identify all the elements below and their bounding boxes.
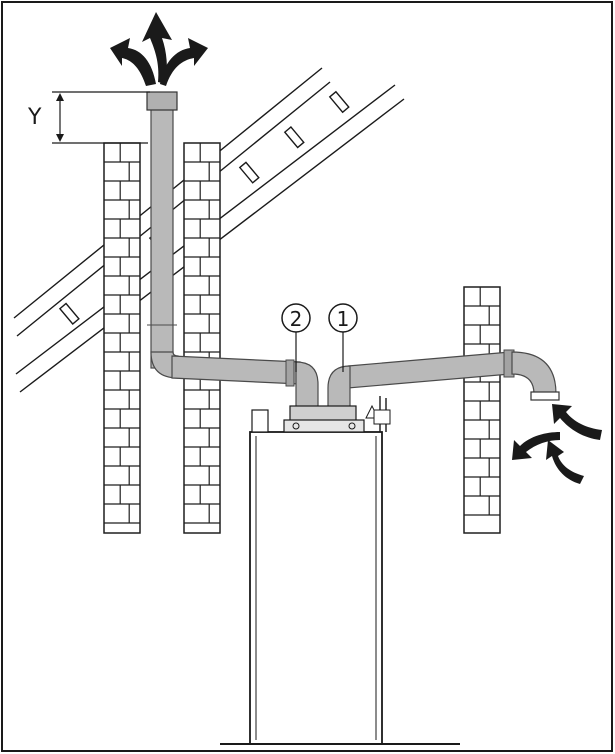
chimney-right-column xyxy=(183,142,221,534)
callout-connection-2: 2 xyxy=(281,303,311,372)
roof-rafter xyxy=(283,126,305,149)
air-intake-arrows-icon xyxy=(512,404,602,484)
boiler-appliance xyxy=(249,396,391,745)
intake-connection-elbow xyxy=(327,365,351,409)
intake-terminal-cap xyxy=(530,391,560,401)
outer-wall xyxy=(463,286,501,534)
dimension-y-label: Y xyxy=(27,105,42,130)
callout-connection-1: 1 xyxy=(328,303,358,372)
exhaust-arrows-icon xyxy=(110,12,208,86)
vertical-flue-pipe xyxy=(146,91,178,369)
callout-1-label: 1 xyxy=(337,307,350,331)
roof-rafter xyxy=(238,161,260,184)
callout-2-label: 2 xyxy=(290,307,303,331)
horizontal-exhaust-pipe xyxy=(171,355,301,387)
chimney-left-column xyxy=(103,142,141,534)
exhaust-connection-elbow xyxy=(295,361,319,409)
dimension-y xyxy=(52,91,150,144)
roof-rafter xyxy=(328,90,350,114)
roof-rafter xyxy=(58,302,80,325)
